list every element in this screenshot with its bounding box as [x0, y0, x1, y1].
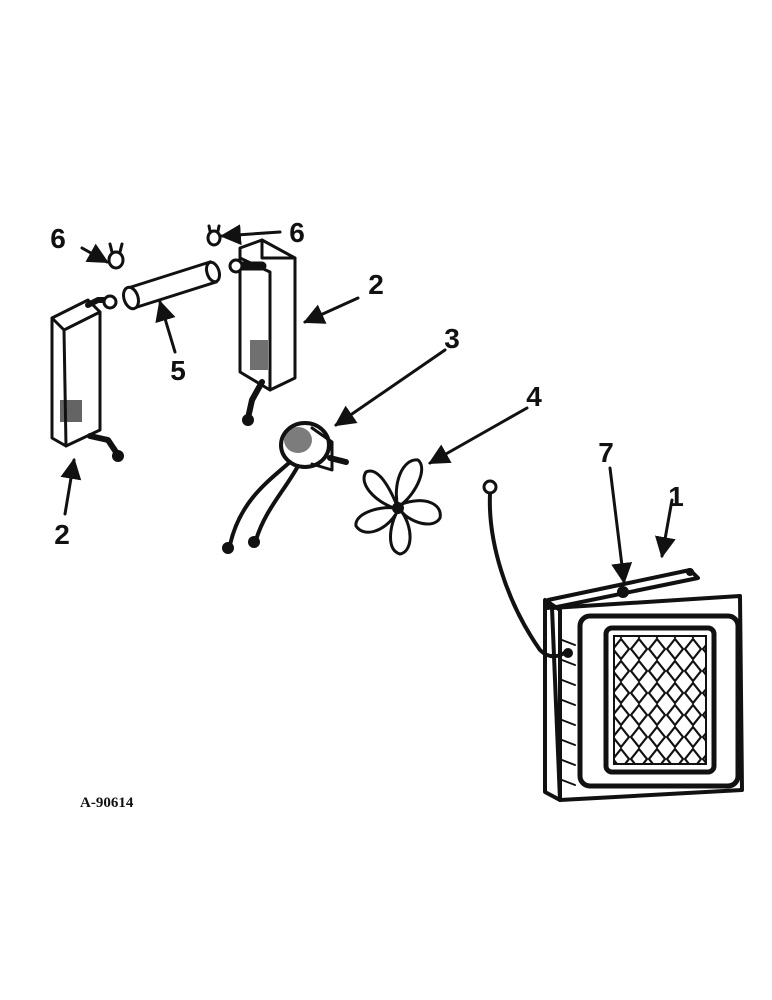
- callout-7-fastener: 7: [598, 437, 614, 468]
- callout-5-hose: 5: [170, 355, 186, 386]
- heater-core-right: [228, 238, 297, 426]
- connecting-hose: [122, 260, 221, 311]
- blower-motor: [222, 421, 349, 554]
- callout-1-housing: 1: [668, 481, 684, 512]
- hose-clamp-left: [107, 242, 125, 270]
- figure-id: A-90614: [80, 795, 134, 811]
- heater-housing: [543, 568, 744, 802]
- callout-6-clamp-left: 6: [50, 223, 66, 254]
- callout-4-fan: 4: [526, 381, 542, 412]
- callout-6-clamp-right: 6: [289, 217, 305, 248]
- fan-blade: [354, 458, 442, 556]
- callout-3-motor: 3: [444, 323, 460, 354]
- callout-2-core-left: 2: [54, 519, 70, 550]
- ground-wire: [482, 479, 573, 659]
- callout-2-core-right: 2: [368, 269, 384, 300]
- heater-core-left: [50, 294, 124, 462]
- leader-lines: [60, 224, 676, 585]
- hose-clamp-right: [206, 224, 222, 247]
